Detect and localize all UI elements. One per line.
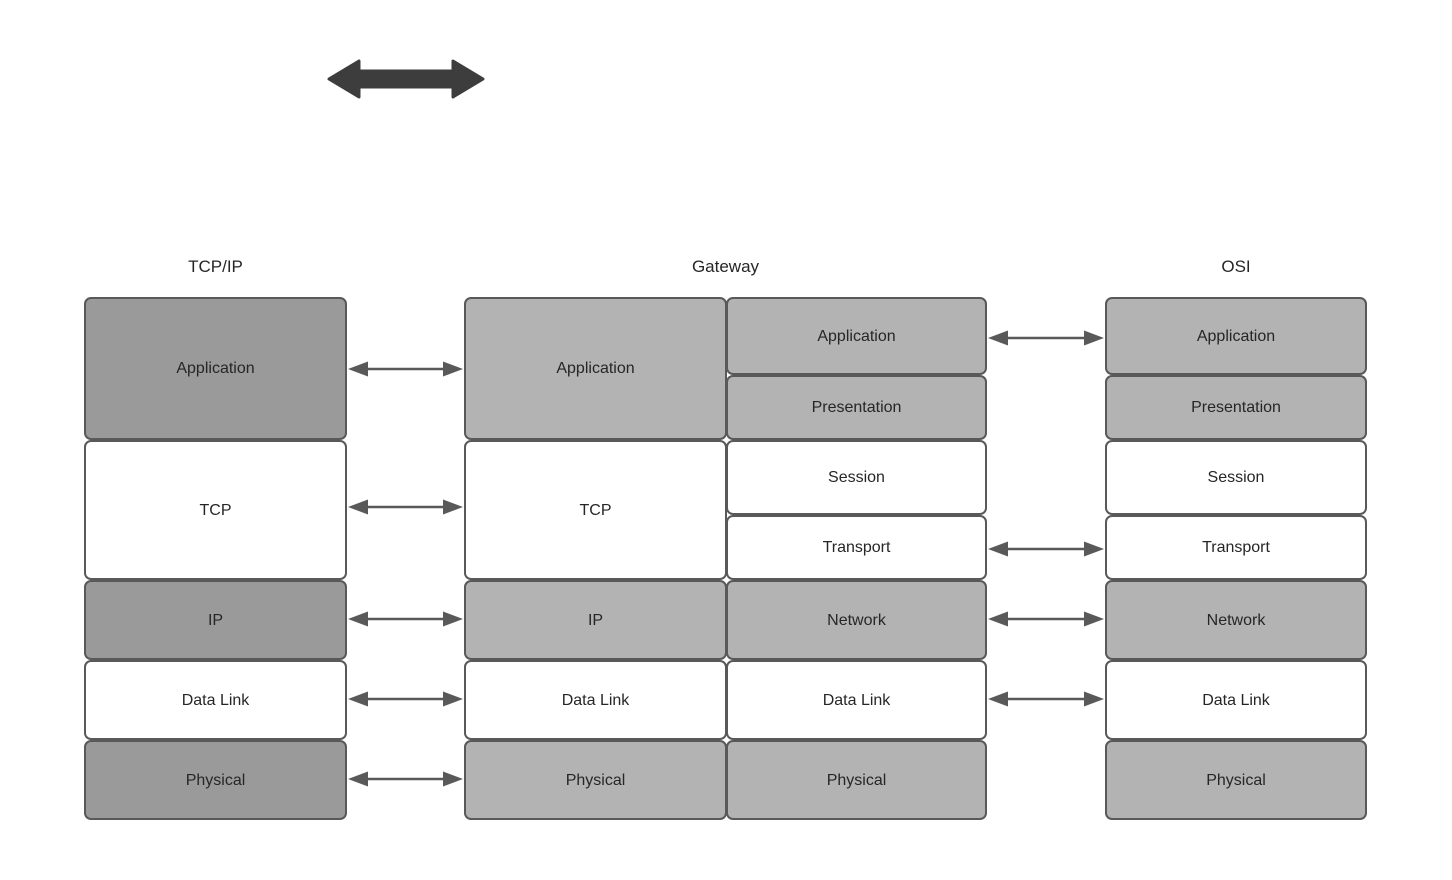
connector-gateway-osi-network [987,608,1105,630]
layer-osi-data-link[interactable]: Data Link [1105,660,1367,740]
layer-gateway-osi-network[interactable]: Network [726,580,987,660]
layer-gateway-application[interactable]: Application [464,297,727,440]
layer-gateway-osi-presentation[interactable]: Presentation [726,375,987,440]
layer-tcpip-tcp[interactable]: TCP [84,440,347,580]
column-header-gateway: Gateway [691,257,760,276]
layer-tcpip-ip[interactable]: IP [84,580,347,660]
connector-tcpip-gateway-data-link [347,688,464,710]
connector-gateway-osi-data-link [987,688,1105,710]
connector-tcpip-gateway-application [347,358,464,380]
double-headed-arrow-icon [327,58,485,100]
connector-tcpip-gateway-ip [347,608,464,630]
layer-osi-session[interactable]: Session [1105,440,1367,515]
connector-tcpip-gateway-physical [347,768,464,790]
connector-gateway-osi-application [987,327,1105,349]
layer-gateway-data-link[interactable]: Data Link [464,660,727,740]
layer-tcpip-data-link[interactable]: Data Link [84,660,347,740]
layer-gateway-osi-transport[interactable]: Transport [726,515,987,580]
layer-gateway-osi-data-link[interactable]: Data Link [726,660,987,740]
layer-gateway-ip[interactable]: IP [464,580,727,660]
layer-gateway-osi-application[interactable]: Application [726,297,987,375]
column-header-osi: OSI [1221,257,1251,276]
layer-gateway-physical[interactable]: Physical [464,740,727,820]
layer-osi-physical[interactable]: Physical [1105,740,1367,820]
layer-gateway-osi-physical[interactable]: Physical [726,740,987,820]
layer-osi-transport[interactable]: Transport [1105,515,1367,580]
layer-gateway-osi-session[interactable]: Session [726,440,987,515]
layer-osi-presentation[interactable]: Presentation [1105,375,1367,440]
layer-osi-network[interactable]: Network [1105,580,1367,660]
layer-gateway-tcp[interactable]: TCP [464,440,727,580]
connector-tcpip-gateway-tcp [347,496,464,518]
connector-gateway-osi-transport [987,538,1105,560]
layer-osi-application[interactable]: Application [1105,297,1367,375]
layer-tcpip-physical[interactable]: Physical [84,740,347,820]
layer-tcpip-application[interactable]: Application [84,297,347,440]
column-header-tcpip: TCP/IP [188,257,243,276]
